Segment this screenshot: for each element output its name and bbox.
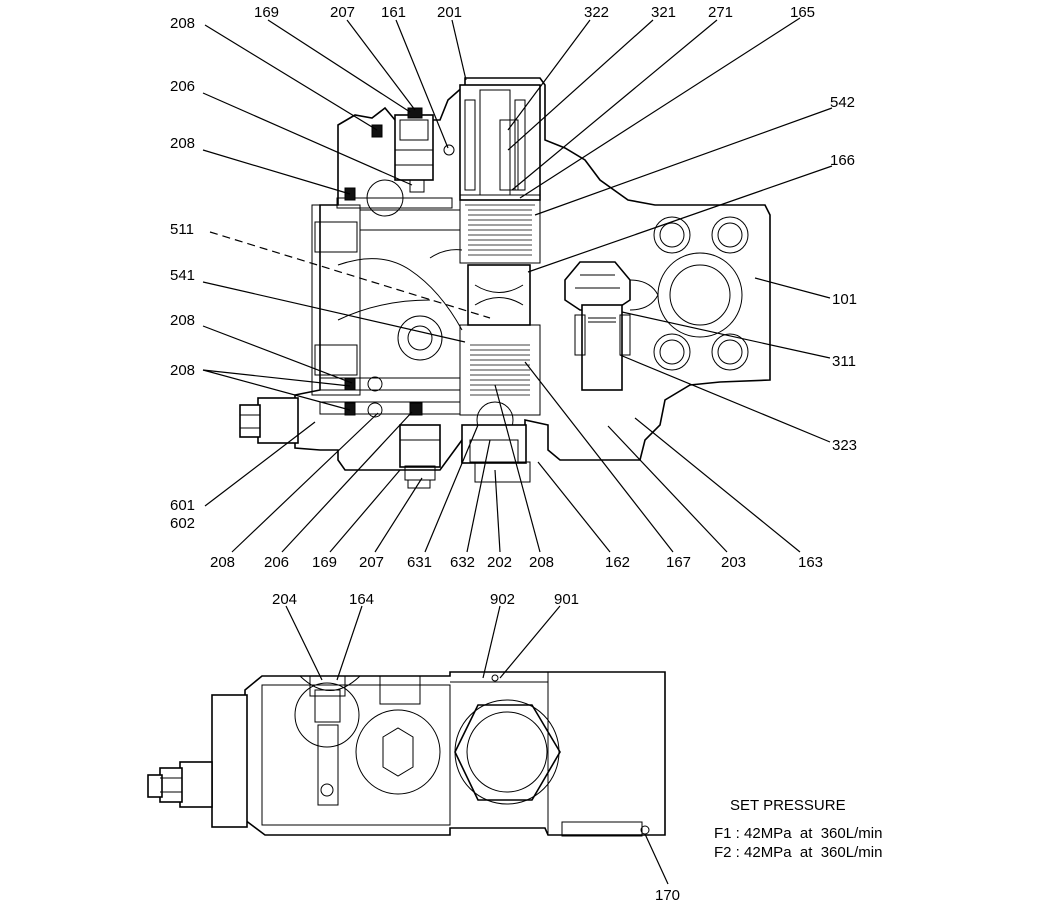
label-601: 601 [170,497,195,514]
set-pressure-f1: F1 : 42MPa at 360L/min [714,825,882,842]
label-162: 162 [605,554,630,571]
label-207: 207 [330,4,355,21]
label-204: 204 [272,591,297,608]
label-202: 202 [487,554,512,571]
label-166: 166 [830,152,855,169]
label-208: 208 [170,135,195,152]
label-602: 602 [170,515,195,532]
lower-spring-hatching [470,344,530,396]
label-901: 901 [554,591,579,608]
label-207: 207 [359,554,384,571]
set-pressure-title: SET PRESSURE [730,797,846,814]
label-101: 101 [832,291,857,308]
label-322: 322 [584,4,609,21]
label-542: 542 [830,94,855,111]
label-511: 511 [170,221,194,238]
side-view [147,671,666,837]
label-323: 323 [832,437,857,454]
label-167: 167 [666,554,691,571]
label-164: 164 [349,591,374,608]
label-311: 311 [832,353,856,370]
set-pressure-f2: F2 : 42MPa at 360L/min [714,844,882,861]
label-169: 169 [312,554,337,571]
label-161: 161 [381,4,406,21]
part-labels: 208 169 207 161 201 322 321 271 165 206 … [170,4,857,903]
label-203: 203 [721,554,746,571]
label-208: 208 [170,15,195,32]
label-206: 206 [264,554,289,571]
label-632: 632 [450,554,475,571]
spring-hatching [465,199,535,256]
label-163: 163 [798,554,823,571]
label-902: 902 [490,591,515,608]
leader-lines-top [202,17,833,553]
label-321: 321 [651,4,676,21]
label-165: 165 [790,4,815,21]
label-631: 631 [407,554,432,571]
label-201: 201 [437,4,462,21]
label-208: 208 [529,554,554,571]
label-208: 208 [210,554,235,571]
label-208: 208 [170,362,195,379]
set-pressure-note: SET PRESSURE F1 : 42MPa at 360L/min F2 :… [714,797,882,861]
leader-lines-bottom [285,605,669,885]
label-206: 206 [170,78,195,95]
label-271: 271 [708,4,733,21]
label-208: 208 [170,312,195,329]
sectional-view [239,77,771,489]
label-169: 169 [254,4,279,21]
label-541: 541 [170,267,195,284]
label-170: 170 [655,887,680,903]
